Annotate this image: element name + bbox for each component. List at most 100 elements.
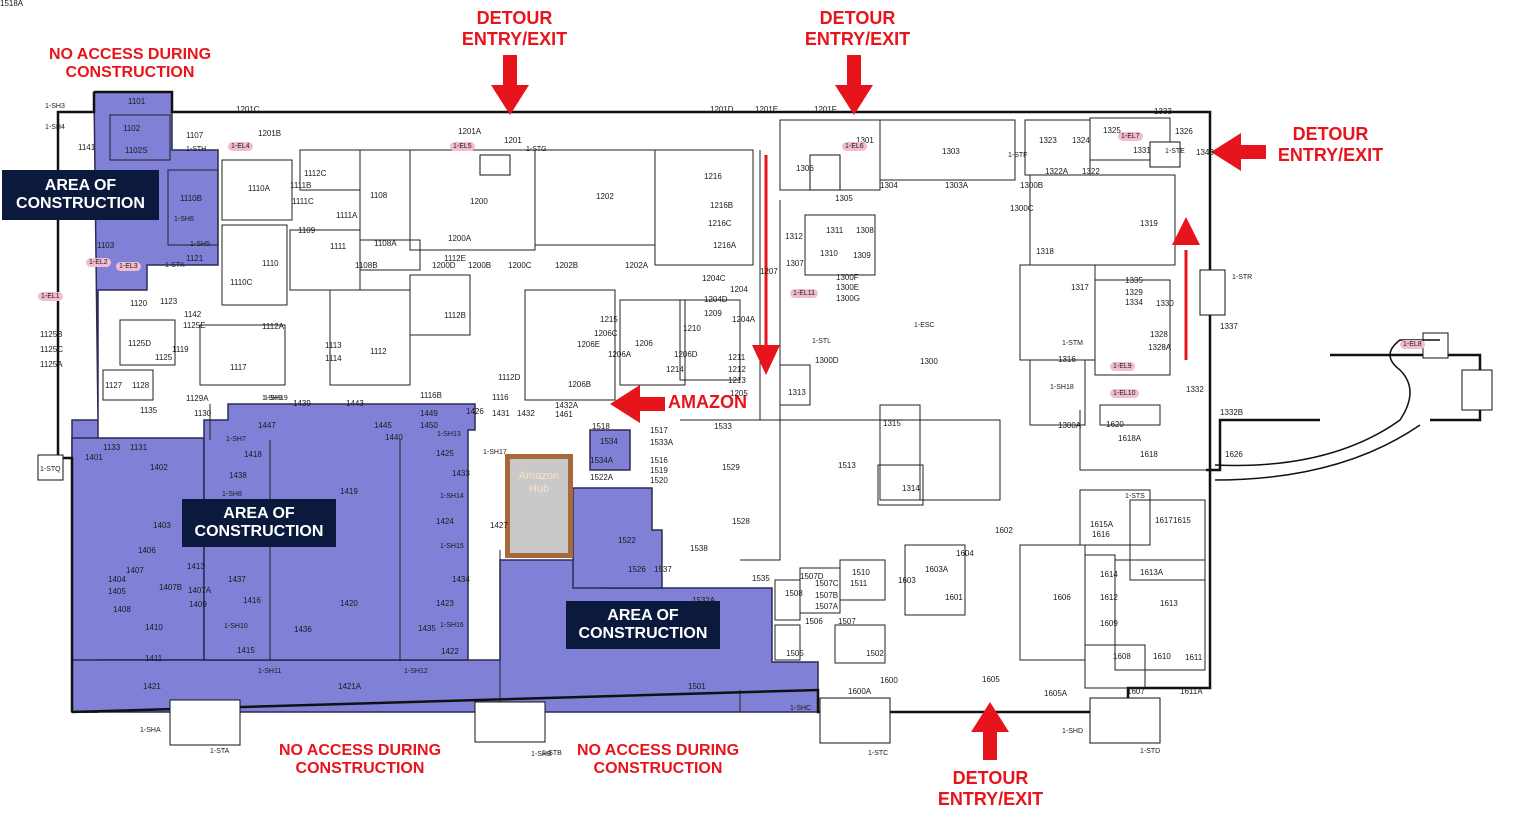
shaft-label: 1-STC (868, 750, 889, 757)
room-number: 1511 (850, 579, 868, 588)
room-number: 1601 (945, 593, 963, 602)
room-number: 1407 (126, 566, 144, 575)
shaft-label: 1-ESC (914, 322, 935, 329)
room-number: 1209 (704, 309, 722, 318)
room-number: 1505 (786, 649, 804, 658)
room-number: 1513 (838, 461, 856, 470)
room-number: 1402 (150, 463, 168, 472)
room-number: 1141 (78, 143, 96, 152)
shaft-label: 1-STD (1140, 748, 1161, 755)
room-number: 1216C (708, 219, 732, 228)
room-number: 1529 (722, 463, 740, 472)
label-line: ENTRY/EXIT (461, 28, 568, 49)
room-number: 1404 (108, 575, 126, 584)
shaft-label: 1-STR (1232, 274, 1253, 281)
room-number: 1300B (1020, 181, 1044, 190)
room-number: 1309 (853, 251, 871, 260)
room-number: 1206A (608, 350, 632, 359)
room-number: 1316 (1058, 355, 1076, 364)
room-number: 1518A (0, 0, 24, 8)
label-line: NO ACCESS DURING (576, 742, 740, 759)
shaft-label: 1-SH8 (222, 491, 242, 498)
label-line: NO ACCESS DURING (48, 46, 212, 63)
room-number: 1334 (1125, 298, 1143, 307)
room-number: 1424 (436, 517, 454, 526)
room-number: 1326 (1175, 127, 1193, 136)
room-number: 1600 (880, 676, 898, 685)
elevator-tag: 1-EL9 (1110, 362, 1135, 371)
room-number: 1201 (504, 136, 522, 145)
room-number: 1416 (243, 596, 261, 605)
room-number: 1419 (340, 487, 358, 496)
room-number: 1520 (650, 476, 668, 485)
room-number: 1449 (420, 409, 438, 418)
room-number: 1300E (836, 283, 860, 292)
room-number: 1432A (555, 401, 579, 410)
shaft-label: 1-SH9 (262, 395, 282, 402)
room-number: 1142 (184, 310, 202, 319)
room-number: 1620 (1106, 420, 1124, 429)
room-number: 1418 (244, 450, 262, 459)
room-number: 1323 (1039, 136, 1057, 145)
construction-banner-center: AREA OF CONSTRUCTION (182, 499, 336, 547)
room-number: 1112E (444, 254, 466, 263)
arrow-left-icon (610, 385, 665, 423)
detour-label-right: DETOUR ENTRY/EXIT (1268, 124, 1393, 165)
room-number: 1528 (732, 517, 750, 526)
elevator-tag: 1-EL8 (1400, 340, 1425, 349)
room-number: 1111B (290, 181, 312, 190)
banner-line: CONSTRUCTION (578, 625, 708, 642)
room-number: 1201E (755, 105, 779, 114)
shaft-label: 1-SH15 (440, 543, 464, 550)
room-number: 1204 (730, 285, 748, 294)
shaft-label: 1-SH14 (440, 493, 464, 500)
construction-banner-left: AREA OF CONSTRUCTION (2, 170, 159, 220)
room-number: 1113 (325, 341, 342, 350)
shaft-label: 1-SHD (1062, 728, 1084, 735)
room-number: 1615A (1090, 520, 1114, 529)
room-number: 1201B (258, 129, 282, 138)
room-number: 1435 (418, 624, 436, 633)
room-number: 1314 (902, 484, 920, 493)
room-number: 1127 (105, 381, 123, 390)
room-number: 1613 (1160, 599, 1178, 608)
room-number: 1443 (346, 399, 364, 408)
room-number: 1125E (183, 321, 206, 330)
room-number: 1522 (618, 536, 636, 545)
label-line: CONSTRUCTION (65, 64, 195, 82)
label-line: ENTRY/EXIT (804, 28, 911, 49)
room-number: 1461 (555, 410, 573, 419)
room-number: 1110B (180, 194, 202, 203)
room-number: 1319 (1140, 219, 1158, 228)
no-access-label-bottom-left: NO ACCESS DURING CONSTRUCTION (270, 742, 450, 779)
room-number: 1300F (836, 273, 859, 282)
amazon-hub-label-line-1: Amazon (518, 470, 560, 482)
elevator-tag: 1-EL7 (1118, 132, 1143, 141)
room-number: 1112C (304, 169, 327, 178)
elevator-tag: 1-EL3 (116, 262, 141, 271)
room-number: 1432 (517, 409, 535, 418)
construction-zone-1534 (589, 429, 631, 471)
room-number: 1533 (714, 422, 732, 431)
room-number: 1112B (444, 311, 466, 320)
construction-banner-bottom: AREA OF CONSTRUCTION (566, 601, 720, 649)
curved-corridor (1214, 339, 1440, 481)
room-number: 1405 (108, 587, 126, 596)
room-number: 1507B (815, 591, 839, 600)
detour-route (764, 155, 1188, 360)
room-number: 1507C (815, 579, 839, 588)
elevator-tag: 1-EL11 (790, 289, 819, 298)
banner-line: CONSTRUCTION (16, 195, 145, 212)
shaft-label: 1-STS (1125, 493, 1145, 500)
room-number: 1307 (786, 259, 804, 268)
room-number: 1450 (420, 421, 438, 430)
room-number: 1618A (1118, 434, 1142, 443)
room-number: 1128 (132, 381, 150, 390)
room-number: 1201A (458, 127, 482, 136)
room-number: 1438 (229, 471, 247, 480)
shaft-label: 1-STA (210, 748, 230, 755)
room-number: 1437 (228, 575, 246, 584)
room-number: 1415 (237, 646, 255, 655)
room-number: 1612 (1100, 593, 1118, 602)
amazon-label-text: AMAZON (668, 392, 747, 412)
